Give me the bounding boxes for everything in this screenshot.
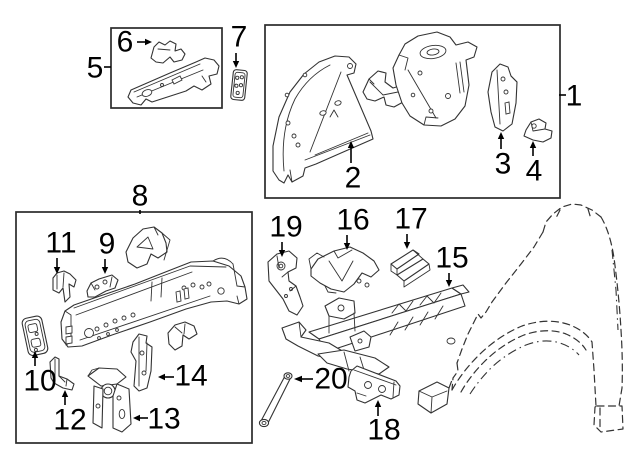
- callout-3[interactable]: 3: [495, 132, 512, 181]
- part-4-clip-drawing: [523, 118, 553, 143]
- part-16-bracket-drawing: [308, 246, 380, 294]
- callout-14-label[interactable]: 14: [174, 360, 207, 393]
- callout-10[interactable]: 10: [23, 351, 57, 398]
- callout-7-label[interactable]: 7: [231, 21, 248, 54]
- callout-19-label[interactable]: 19: [269, 211, 302, 244]
- fender-lower-bracket-drawing: [417, 379, 453, 414]
- part-10-plate-drawing: [21, 315, 49, 357]
- fender-outline: [417, 203, 624, 433]
- callout-17[interactable]: 17: [394, 203, 428, 250]
- callout-2[interactable]: 2: [345, 141, 362, 195]
- part-15-rail-assembly-drawing: [281, 284, 470, 375]
- callout-6-label[interactable]: 6: [117, 26, 134, 59]
- group-box-5: [110, 27, 223, 109]
- callout-8[interactable]: 8: [132, 180, 149, 215]
- callout-18-label[interactable]: 18: [367, 414, 400, 447]
- callout-4-label[interactable]: 4: [526, 155, 543, 188]
- part-2-apron-panel-drawing: [272, 55, 374, 184]
- callout-20[interactable]: 20: [294, 363, 348, 396]
- callout-11-label[interactable]: 11: [45, 227, 76, 260]
- callout-19[interactable]: 19: [269, 211, 303, 258]
- part-17-bracket-drawing: [390, 249, 431, 288]
- callout-9-label[interactable]: 9: [99, 228, 116, 261]
- group-center-parts: [258, 246, 470, 428]
- callout-11[interactable]: 11: [45, 227, 77, 275]
- callout-13[interactable]: 13: [133, 403, 181, 436]
- callouts: 1 2 3 4 5 6 7: [23, 21, 582, 447]
- callout-15-label[interactable]: 15: [435, 242, 468, 275]
- part-upper-tie-bracket-drawing: [125, 226, 171, 269]
- callout-16[interactable]: 16: [336, 204, 370, 251]
- part-11-bracket-drawing: [52, 270, 77, 303]
- part-3-bracket-drawing: [487, 63, 518, 132]
- callout-12-label[interactable]: 12: [53, 404, 86, 437]
- callout-12[interactable]: 12: [53, 390, 87, 437]
- callout-15[interactable]: 15: [435, 242, 469, 288]
- callout-18[interactable]: 18: [367, 400, 401, 447]
- callout-17-label[interactable]: 17: [394, 203, 427, 236]
- part-9-bracket-drawing: [86, 274, 119, 298]
- callout-4[interactable]: 4: [526, 141, 543, 188]
- part-19-bracket-drawing: [267, 250, 304, 316]
- callout-3-label[interactable]: 3: [495, 148, 512, 181]
- callout-5-label[interactable]: 5: [87, 52, 104, 85]
- part-13-bracket-drawing: [87, 367, 132, 433]
- part-6-bracket-drawing: [150, 40, 186, 64]
- callout-5[interactable]: 5: [87, 52, 111, 85]
- part-12-bracket-drawing: [49, 356, 75, 391]
- part-5-rail-drawing: [127, 57, 220, 106]
- callout-9[interactable]: 9: [99, 228, 116, 275]
- callout-6[interactable]: 6: [117, 26, 152, 59]
- callout-1-label[interactable]: 1: [566, 80, 583, 113]
- group-box-8: [15, 211, 253, 444]
- callout-1[interactable]: 1: [559, 80, 582, 113]
- callout-13-label[interactable]: 13: [147, 403, 180, 436]
- callout-8-label[interactable]: 8: [132, 180, 149, 213]
- part-20-brace-rod-drawing: [258, 372, 293, 428]
- callout-10-label[interactable]: 10: [23, 365, 56, 398]
- group-box-1: [264, 24, 561, 199]
- callout-2-label[interactable]: 2: [345, 162, 362, 195]
- part-14-bracket-drawing: [130, 333, 153, 392]
- part-rail-side-bracket-drawing: [167, 321, 198, 351]
- callout-14[interactable]: 14: [158, 360, 208, 393]
- part-18-bracket-drawing: [347, 365, 401, 404]
- callout-7[interactable]: 7: [231, 21, 248, 69]
- callout-16-label[interactable]: 16: [336, 204, 369, 237]
- callout-20-label[interactable]: 20: [314, 363, 347, 396]
- part-8-frame-rail-drawing: [60, 257, 248, 348]
- part-7-plate-drawing: [230, 69, 248, 101]
- part-wheelhouse-tower-drawing: [392, 31, 478, 127]
